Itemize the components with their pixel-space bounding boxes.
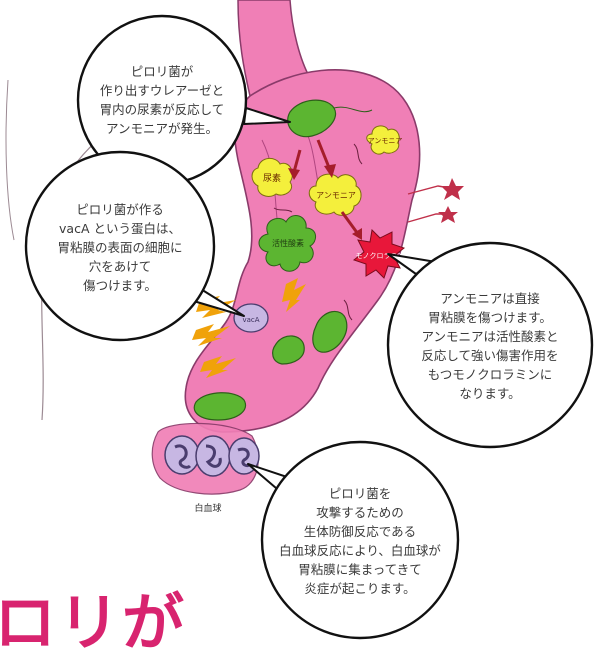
arrow-icon	[316, 139, 332, 171]
white-blood-cell	[164, 435, 200, 475]
squiggle	[343, 299, 353, 321]
vaca-cell: vacA	[233, 303, 269, 333]
callout-line: 反応して強い傷害作用を	[421, 348, 559, 363]
callout-line: 胃粘膜に集まってきて	[298, 562, 422, 577]
callout-right	[386, 241, 594, 449]
callout-line: ピロリ菌が	[130, 64, 194, 79]
monochloramine-label: モノクロラミン	[356, 252, 405, 260]
bacteria	[312, 310, 348, 353]
callout-line: ピロリ菌を	[328, 486, 392, 501]
ammonia-blob: アンモニア	[308, 173, 362, 216]
arrow-icon	[352, 228, 362, 240]
spark-icon	[441, 178, 464, 200]
callout-line: 胃内の尿素が反応して	[99, 102, 225, 117]
monochloramine-burst: モノクロラミン	[352, 228, 406, 279]
squiggle	[353, 143, 363, 165]
bacteria	[193, 392, 247, 421]
ammonia-center-label: アンモニア	[316, 191, 356, 200]
wbc-label: 白血球	[194, 502, 221, 514]
callout-bottom	[260, 440, 460, 640]
callout-line: 生体防御反応である	[303, 524, 417, 539]
callout-line: 穴をあけて	[88, 259, 152, 274]
bacteria	[272, 335, 305, 365]
spark-icon	[438, 206, 458, 223]
ammonia-blob: アンモニア	[366, 125, 403, 155]
callout-line: 胃粘膜の表面の細胞に	[57, 240, 183, 255]
callout-line: 作り出すウレアーゼと	[99, 83, 225, 98]
callout-line: 白血球反応により、白血球が	[279, 543, 441, 558]
page-heading: ロリが	[0, 586, 187, 659]
callout-line: もつモノクロラミンに	[427, 367, 553, 382]
arrow-icon	[324, 164, 336, 178]
callout-left-text: ピロリ菌が作る vacA という蛋白は、 胃粘膜の表面の細胞に 穴をあけて 傷つ…	[30, 200, 210, 295]
callout-line: 胃粘膜を傷つけます。	[428, 310, 552, 325]
arrow-icon	[292, 149, 302, 173]
callout-line: アンモニアは活性酸素と	[421, 329, 559, 344]
squiggle	[273, 207, 293, 213]
callout-line: アンモニアが発生。	[105, 121, 218, 136]
ammonia-small-label: アンモニア	[368, 137, 403, 145]
urea-label: 尿素	[263, 172, 281, 184]
callout-line: 炎症が起こります。	[304, 581, 416, 596]
callout-line: 攻撃するための	[316, 505, 404, 520]
ros-label: 活性酸素	[272, 238, 304, 248]
callout-line: vacA という蛋白は、	[59, 221, 181, 236]
white-blood-cell	[195, 435, 231, 477]
lightning-icon	[282, 278, 306, 312]
spark-icon	[407, 213, 444, 223]
arrow-icon	[288, 168, 300, 180]
callout-bottom-text: ピロリ菌を 攻撃するための 生体防御反応である 白血球反応により、白血球が 胃粘…	[270, 484, 450, 598]
lightning-icon	[200, 356, 236, 378]
lightning-icon	[192, 324, 230, 346]
bacteria	[287, 99, 373, 138]
callout-left	[24, 150, 216, 342]
ros-blob: 活性酸素	[258, 214, 316, 272]
callout-right-text: アンモニアは直接 胃粘膜を傷つけます。 アンモニアは活性酸素と 反応して強い傷害…	[400, 289, 580, 403]
outline-stroke	[5, 79, 15, 241]
stomach-diagram: 白血球 尿素 アンモニア アンモニア 活性酸素 モノクロラミン vacA	[5, 0, 594, 640]
callout-line: 傷つけます。	[83, 278, 157, 293]
callout-line: ピロリ菌が作る	[76, 202, 164, 217]
vaca-label: vacA	[242, 316, 259, 324]
callout-top-text: ピロリ菌が 作り出すウレアーゼと 胃内の尿素が反応して アンモニアが発生。	[82, 62, 242, 138]
arrow-icon	[340, 211, 360, 235]
urea-blob: 尿素	[251, 158, 293, 197]
callout-line: なります。	[459, 386, 521, 401]
callout-line: アンモニアは直接	[440, 291, 540, 306]
